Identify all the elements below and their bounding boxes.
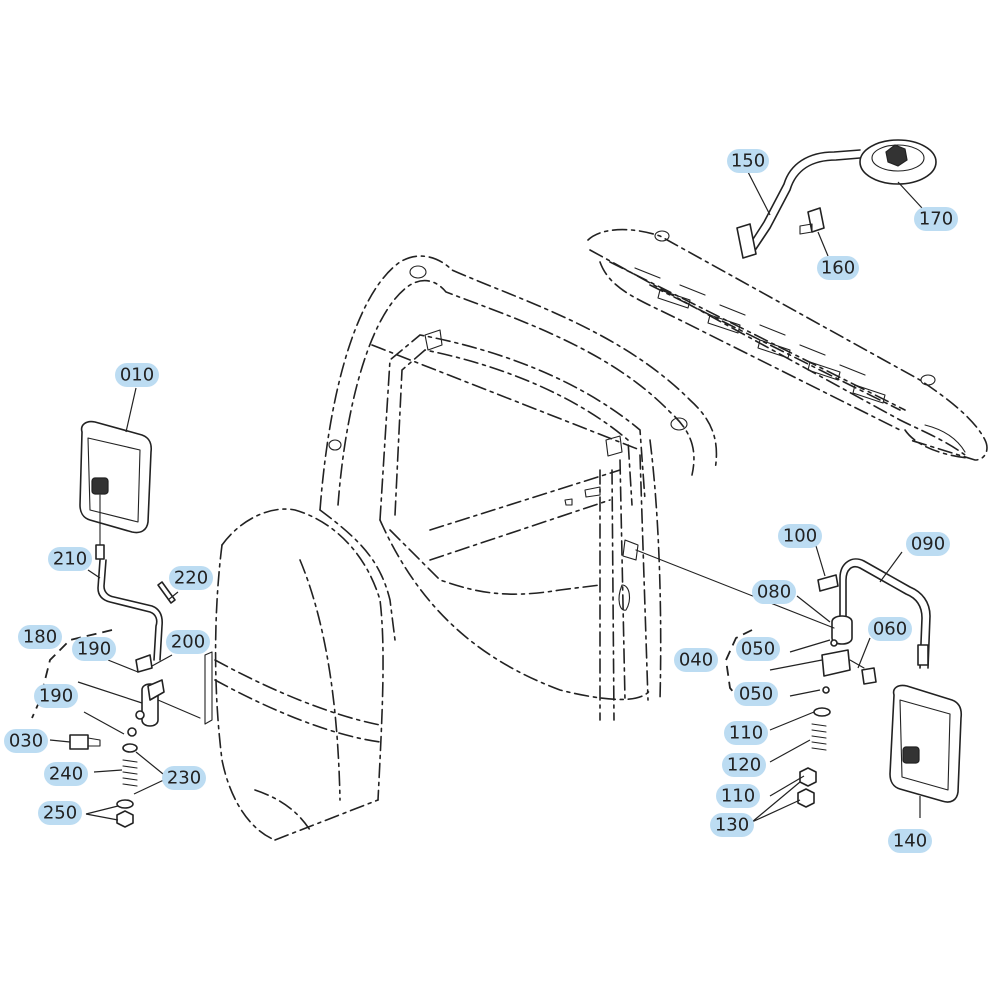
svg-text:240: 240 [49, 764, 83, 785]
svg-text:130: 130 [715, 815, 749, 836]
callout-140[interactable]: 140 [888, 829, 932, 853]
callout-labels: 150 170 160 010 210 220 180 190 200 190 … [4, 149, 958, 853]
svg-text:180: 180 [23, 627, 57, 648]
svg-text:220: 220 [174, 568, 208, 589]
svg-text:010: 010 [120, 365, 154, 386]
callout-080[interactable]: 080 [752, 580, 796, 604]
svg-text:040: 040 [679, 650, 713, 671]
callout-120[interactable]: 120 [722, 753, 766, 777]
svg-text:030: 030 [9, 731, 43, 752]
callout-050-upper[interactable]: 050 [736, 637, 780, 661]
svg-text:190: 190 [77, 639, 111, 660]
callout-230[interactable]: 230 [162, 766, 206, 790]
callout-110-lower[interactable]: 110 [716, 784, 760, 808]
callout-210[interactable]: 210 [48, 547, 92, 571]
callout-190-upper[interactable]: 190 [72, 637, 116, 661]
callout-050-lower[interactable]: 050 [734, 682, 778, 706]
svg-text:110: 110 [729, 723, 763, 744]
callout-190-lower[interactable]: 190 [34, 684, 78, 708]
svg-text:160: 160 [821, 258, 855, 279]
callout-060[interactable]: 060 [868, 617, 912, 641]
svg-text:170: 170 [919, 209, 953, 230]
svg-text:230: 230 [167, 768, 201, 789]
svg-text:150: 150 [731, 151, 765, 172]
round-roof-mirror [736, 139, 937, 259]
svg-text:210: 210 [53, 549, 87, 570]
callout-100[interactable]: 100 [778, 524, 822, 548]
callout-170[interactable]: 170 [914, 207, 958, 231]
right-mirror-stay [845, 565, 923, 669]
left-mirror-head [79, 420, 153, 534]
left-mirror-assembly [31, 420, 201, 828]
callout-220[interactable]: 220 [169, 566, 213, 590]
callout-130[interactable]: 130 [710, 813, 754, 837]
right-mirror-assembly [635, 549, 963, 808]
callout-250[interactable]: 250 [38, 801, 82, 825]
leader-lines [49, 171, 923, 823]
callout-240[interactable]: 240 [44, 762, 88, 786]
svg-text:250: 250 [43, 803, 77, 824]
callout-090[interactable]: 090 [906, 532, 950, 556]
svg-text:140: 140 [893, 831, 927, 852]
svg-text:200: 200 [171, 632, 205, 653]
svg-text:110: 110 [721, 786, 755, 807]
fender [204, 508, 384, 841]
callout-180[interactable]: 180 [18, 625, 62, 649]
callout-040[interactable]: 040 [674, 648, 718, 672]
callout-200[interactable]: 200 [166, 630, 210, 654]
callout-110-upper[interactable]: 110 [724, 721, 768, 745]
svg-text:060: 060 [873, 619, 907, 640]
svg-text:080: 080 [757, 582, 791, 603]
svg-text:190: 190 [39, 686, 73, 707]
svg-text:050: 050 [741, 639, 775, 660]
svg-text:120: 120 [727, 755, 761, 776]
callout-010[interactable]: 010 [115, 363, 159, 387]
callout-160[interactable]: 160 [817, 256, 859, 280]
cab-frame [319, 255, 718, 721]
left-mirror-stay [97, 559, 158, 661]
svg-text:090: 090 [911, 534, 945, 555]
roof-canopy [587, 228, 988, 461]
svg-text:100: 100 [783, 526, 817, 547]
callout-150[interactable]: 150 [727, 149, 769, 173]
svg-text:050: 050 [739, 684, 773, 705]
callout-030[interactable]: 030 [4, 729, 48, 753]
right-mirror-head [889, 684, 963, 803]
